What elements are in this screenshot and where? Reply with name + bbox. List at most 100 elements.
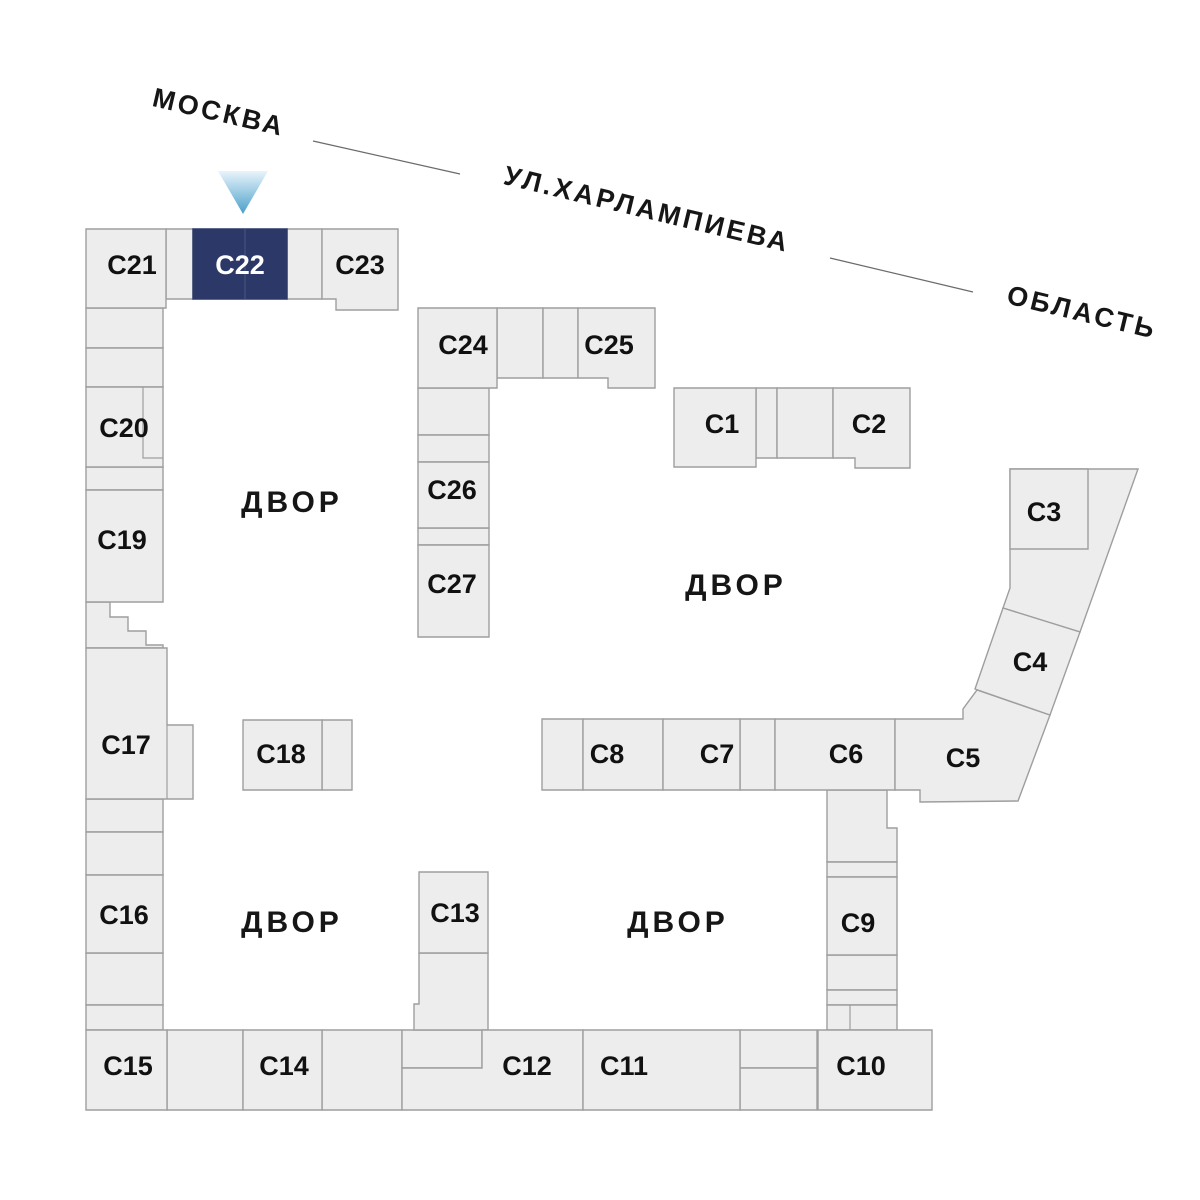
building-c25-shape [577,307,656,389]
building-section [85,466,164,491]
building-c18-shape [242,719,323,791]
building-c5[interactable]: С5 [894,689,1051,803]
building-c7[interactable]: С7 [662,718,741,791]
building-section [286,228,323,300]
building-c19[interactable]: С19 [85,489,164,603]
courtyard-label: ДВОР [685,569,787,602]
building-section [776,387,834,459]
building-label: С18 [256,739,306,769]
building-c9[interactable]: С9 [826,876,898,956]
building-c11[interactable]: С11 [582,1029,741,1111]
courtyard-label: ДВОР [241,486,343,519]
building-section [826,861,898,878]
building-c24[interactable]: С24 [417,307,498,389]
building-c10[interactable]: С10 [817,1029,933,1111]
building-label: С19 [97,525,147,555]
courtyard-label: ДВОР [627,906,729,939]
building-c4-shape [974,607,1081,716]
building-c15-shape [85,1029,168,1111]
building-section [739,718,776,791]
building-c1[interactable]: С1 [673,387,757,468]
building-c16-shape [85,874,164,954]
building-section [85,831,164,876]
building-c19-shape [85,489,164,603]
building-section [826,989,898,1006]
building-section [85,1004,164,1031]
building-section [755,387,778,459]
building-label: С21 [107,250,157,280]
building-section-stairs [85,601,164,649]
street-line-left [312,140,461,175]
building-label: С25 [584,330,634,360]
building-c23[interactable]: С23 [321,228,399,311]
building-section [85,798,164,833]
building-c17[interactable]: С17 [85,647,194,800]
street-line-right [829,257,974,293]
building-c24-shape [417,307,498,389]
building-c14[interactable]: С14 [242,1029,323,1111]
building-label: С5 [946,743,981,773]
building-c21[interactable]: С21 [85,228,167,309]
building-c26[interactable]: С26 [417,461,490,529]
building-label: С23 [335,250,385,280]
building-c20-step [142,387,163,459]
building-section [417,527,490,546]
building-section [321,1029,403,1111]
building-c13[interactable]: С13 [418,871,489,954]
building-label: С7 [700,739,735,769]
building-c16[interactable]: С16 [85,874,164,954]
building-section [496,307,544,379]
building-section [417,387,490,436]
building-label: С6 [829,739,864,769]
building-c22-selected[interactable]: С22 [192,228,288,300]
building-c3[interactable]: С3 [1009,468,1089,550]
selected-building-marker-icon [218,171,268,214]
building-c18[interactable]: С18 [242,719,323,791]
building-c25[interactable]: С25 [577,307,656,389]
street-annotation: МОСКВА УЛ.ХАРЛАМПИЕВА ОБЛАСТЬ [150,82,1160,344]
building-section [401,1029,483,1069]
building-c20[interactable]: С20 [85,386,164,468]
building-section [85,347,164,388]
building-label: С3 [1027,497,1062,527]
building-c14-shape [242,1029,323,1111]
building-c15[interactable]: С15 [85,1029,168,1111]
building-c17-shape [85,647,194,800]
building-section [739,1029,818,1069]
building-c5-shape [894,689,1051,803]
building-c26-shape [417,461,490,529]
building-section [166,1029,244,1111]
building-c8[interactable]: С8 [582,718,664,791]
courtyard-labels: ДВОР ДВОР ДВОР ДВОР [241,486,787,939]
building-c2[interactable]: С2 [832,387,911,469]
building-section [85,952,164,1006]
building-label: С26 [427,475,477,505]
building-c21-shape [85,228,167,309]
building-c10-shape [817,1029,933,1111]
moscow-direction-label: МОСКВА [150,82,288,142]
building-c11-shape [582,1029,741,1111]
building-label: С27 [427,569,477,599]
building-label: С17 [101,730,151,760]
building-label: С14 [259,1051,309,1081]
building-section [541,718,584,791]
building-label: С8 [590,739,625,769]
building-label: С9 [841,908,876,938]
building-c27[interactable]: С27 [417,544,490,638]
building-section [826,954,898,991]
building-label: С20 [99,413,149,443]
building-label: С2 [852,409,887,439]
oblast-direction-label: ОБЛАСТЬ [1004,280,1160,345]
building-section [826,1004,898,1031]
building-label: С4 [1013,647,1048,677]
building-c6[interactable]: С6 [774,718,896,791]
building-c13-shape [418,871,489,954]
building-label: С1 [705,409,740,439]
building-c12[interactable]: С12 [401,1029,584,1111]
building-label: С11 [600,1051,648,1081]
building-c4[interactable]: С4 [974,607,1081,716]
building-c27-shape [417,544,490,638]
building-c2-shape [832,387,911,469]
